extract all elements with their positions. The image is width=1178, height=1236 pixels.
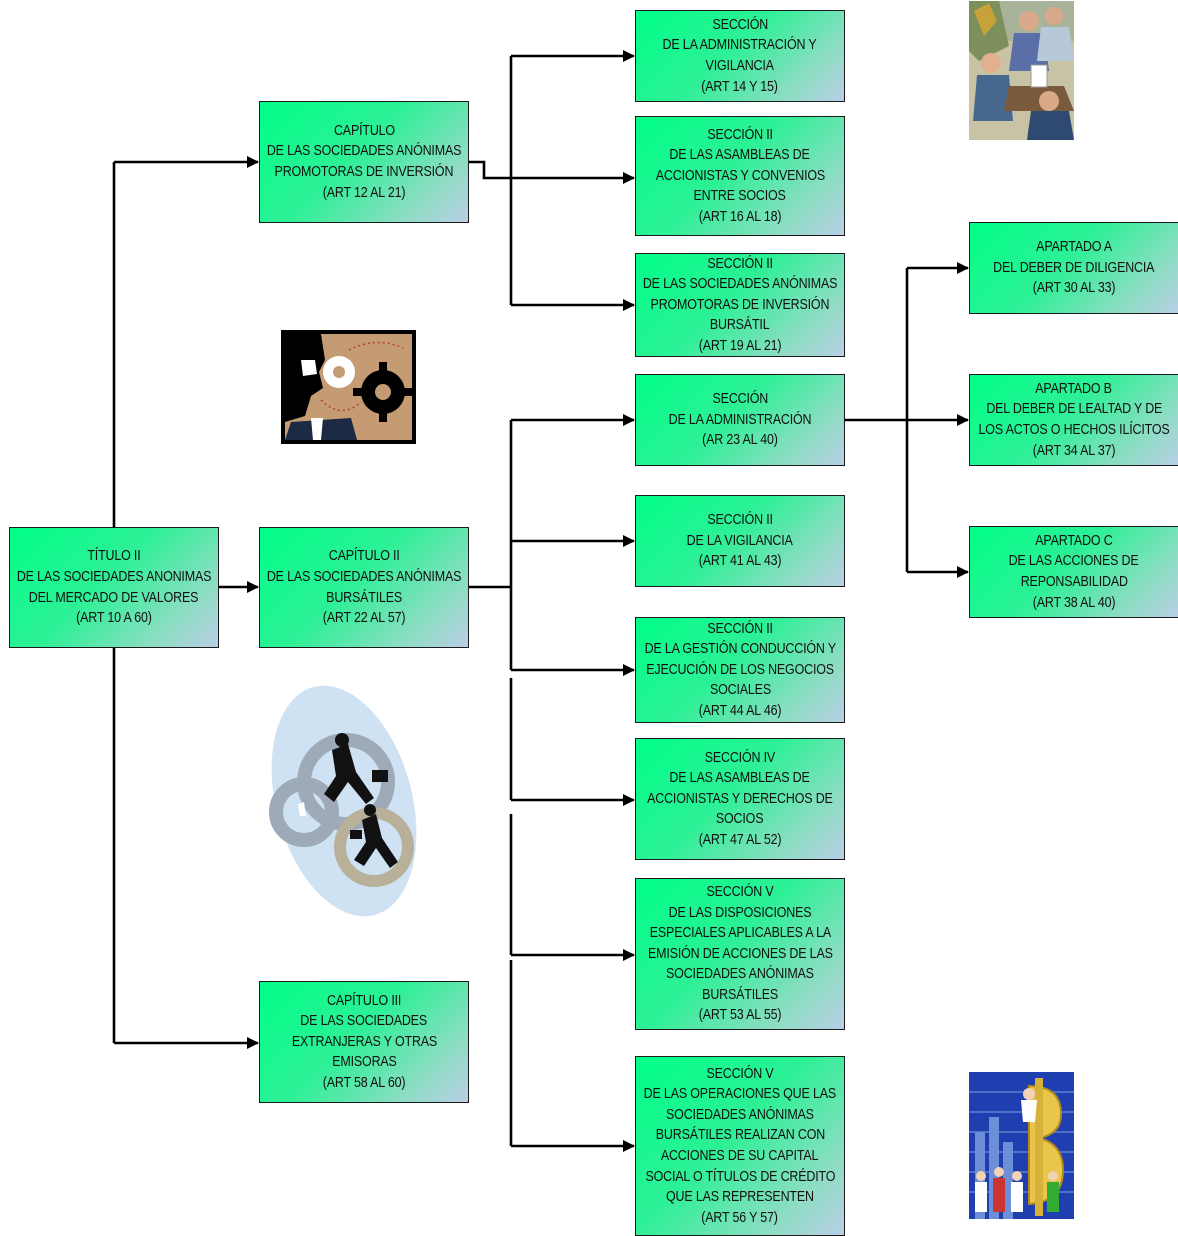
node-text-line: SECCIÓN II bbox=[707, 620, 773, 637]
node-text-line: BURSÁTILES bbox=[702, 986, 778, 1003]
node-text-line: (ART 16 AL 18) bbox=[698, 208, 782, 225]
node-text-line: DE LAS DISPOSICIONES bbox=[668, 904, 812, 921]
node-text-line: (ART 30 AL 33) bbox=[1032, 280, 1116, 297]
node-text-line: ACCIONISTAS Y DERECHOS DE bbox=[647, 790, 833, 807]
node-text-line: DEL DEBER DE LEALTAD Y DE bbox=[986, 401, 1162, 418]
node-text-line: DE LA ADMINISTRACIÓN Y bbox=[663, 37, 817, 54]
node-text-line: DEL DEBER DE DILIGENCIA bbox=[993, 259, 1155, 276]
node-text-line: (ART 10 A 60) bbox=[76, 610, 152, 627]
node-text-line: DE LAS ASAMBLEAS DE bbox=[669, 147, 811, 164]
node-text-line: LOS ACTOS O HECHOS ILÍCITOS bbox=[978, 422, 1170, 438]
apartado-c-node: APARTADO C DE LAS ACCIONES DE REPONSABILID… bbox=[969, 526, 1178, 618]
node-text-line: DE LAS SOCIEDADES bbox=[300, 1013, 428, 1030]
section-operaciones-node: SECCIÓN V DE LAS OPERACIONES QUE LAS SOCIE… bbox=[635, 1056, 845, 1236]
node-text-line: DE LAS ASAMBLEAS DE bbox=[669, 770, 811, 787]
node-text-line: DE LAS ACCIONES DE bbox=[1009, 553, 1139, 570]
node-text-line: SECCIÓN II bbox=[707, 512, 773, 529]
node-text-line: DE LA VIGILANCIA bbox=[686, 532, 794, 549]
node-text-line: (ART 19 AL 21) bbox=[698, 337, 782, 354]
node-text-line: DE LAS SOCIEDADES ANÓNIMAS bbox=[642, 276, 838, 293]
node-text-line: PROMOTORAS DE INVERSIÓN bbox=[650, 296, 830, 313]
section-disposiciones-node: SECCIÓN V DE LAS DISPOSICIONES ESPECIALES … bbox=[635, 878, 845, 1030]
node-text-line: CAPÍTULO II bbox=[328, 548, 400, 565]
node-text-line: APARTADO C bbox=[1035, 532, 1113, 549]
section-asambleas-derechos-node: SECCIÓN IV DE LAS ASAMBLEAS DE ACCIONISTAS… bbox=[635, 738, 845, 860]
node-text-line: REPONSABILIDAD bbox=[1020, 574, 1128, 590]
node-text-line: SECCIÓN V bbox=[706, 1065, 774, 1082]
title-ii-node: TÍTULO II DE LAS SOCIEDADES ANONIMAS DEL M… bbox=[9, 527, 219, 648]
node-text-line: BURSÁTILES REALIZAN CON bbox=[655, 1127, 825, 1144]
node-text-line: CAPÍTULO III bbox=[326, 992, 402, 1009]
node-text-line: EJECUCIÓN DE LOS NEGOCIOS bbox=[646, 661, 834, 678]
node-text-line: DE LA GESTIÓN CONDUCCIÓN Y bbox=[644, 641, 836, 658]
chapter-ii-node: CAPÍTULO II DE LAS SOCIEDADES ANÓNIMAS BUR… bbox=[259, 527, 469, 648]
node-text-line: (ART 56 Y 57) bbox=[701, 1209, 779, 1226]
node-text-line: SOCIAL O TÍTULOS DE CRÉDITO bbox=[645, 1168, 835, 1185]
section-administracion-node: SECCIÓN DE LA ADMINISTRACIÓN (AR 23 AL 40) bbox=[635, 374, 845, 466]
node-text-line: CAPÍTULO bbox=[333, 122, 395, 139]
node-text-line: SECCIÓN bbox=[712, 391, 768, 408]
node-text-line: SOCIEDADES ANÓNIMAS bbox=[666, 966, 814, 983]
node-text-line: (ART 53 AL 55) bbox=[698, 1007, 782, 1024]
node-text-line: (ART 34 AL 37) bbox=[1032, 442, 1116, 459]
node-text-line: (ART 38 AL 40) bbox=[1032, 594, 1116, 611]
node-text-line: (ART 14 Y 15) bbox=[701, 78, 779, 95]
section-asambleas-convenios-node: SECCIÓN II DE LAS ASAMBLEAS DE ACCIONISTAS… bbox=[635, 116, 845, 236]
node-text-line: TÍTULO II bbox=[87, 548, 141, 565]
node-text-line: DE LAS SOCIEDADES ANONIMAS bbox=[16, 568, 212, 585]
node-text-line: (ART 22 AL 57) bbox=[322, 610, 406, 627]
node-text-line: (ART 47 AL 52) bbox=[698, 831, 782, 848]
node-text-line: BURSÁTILES bbox=[326, 589, 402, 606]
runners-gears-icon bbox=[264, 682, 424, 920]
node-text-line: EXTRANJERAS Y OTRAS bbox=[291, 1033, 437, 1050]
node-text-line: APARTADO B bbox=[1035, 380, 1113, 397]
node-text-line: DE LA ADMINISTRACIÓN bbox=[668, 411, 812, 428]
node-text-line: SOCIEDADES ANÓNIMAS bbox=[666, 1106, 814, 1123]
section-vigilancia-node: SECCIÓN II DE LA VIGILANCIA (ART 41 AL 43) bbox=[635, 495, 845, 587]
chapter-i-node: CAPÍTULO DE LAS SOCIEDADES ANÓNIMAS PROMOT… bbox=[259, 101, 469, 223]
node-text-line: QUE LAS REPRESENTEN bbox=[666, 1189, 814, 1206]
node-text-line: DE LAS SOCIEDADES ANÓNIMAS bbox=[266, 568, 462, 585]
node-text-line: SECCIÓN bbox=[712, 16, 768, 33]
node-text-line: DE LAS OPERACIONES QUE LAS bbox=[643, 1086, 837, 1103]
apartado-b-node: APARTADO B DEL DEBER DE LEALTAD Y DE LOS A… bbox=[969, 374, 1178, 466]
node-text-line: (AR 23 AL 40) bbox=[702, 432, 778, 449]
node-text-line: EMISORAS bbox=[331, 1054, 397, 1071]
node-text-line: (ART 41 AL 43) bbox=[698, 553, 782, 570]
section-admin-vigilancia-node: SECCIÓN DE LA ADMINISTRACIÓN Y VIGILANCIA (… bbox=[635, 10, 845, 102]
node-text-line: (ART 44 AL 46) bbox=[698, 702, 782, 719]
chapter-iii-node: CAPÍTULO III DE LAS SOCIEDADES EXTRANJERAS… bbox=[259, 981, 469, 1103]
node-text-line: SECCIÓN V bbox=[706, 883, 774, 900]
dollar-business-icon bbox=[969, 1072, 1074, 1219]
node-text-line: BURSÁTIL bbox=[710, 317, 770, 334]
node-text-line: SOCIALES bbox=[709, 682, 771, 699]
business-meeting-icon bbox=[969, 1, 1074, 140]
node-text-line: SOCIOS bbox=[716, 811, 764, 828]
node-text-line: ACCIONES DE SU CAPITAL bbox=[661, 1148, 819, 1164]
node-text-line: SECCIÓN IV bbox=[704, 749, 776, 766]
node-text-line: ESPECIALES APLICABLES A LA bbox=[649, 925, 831, 942]
node-text-line: DEL MERCADO DE VALORES bbox=[29, 589, 199, 606]
apartado-a-node: APARTADO A DEL DEBER DE DILIGENCIA (ART 30… bbox=[969, 222, 1178, 314]
node-text-line: PROMOTORAS DE INVERSIÓN bbox=[274, 164, 454, 180]
node-text-line: APARTADO A bbox=[1036, 239, 1112, 256]
node-text-line: EMISIÓN DE ACCIONES DE LAS bbox=[647, 945, 833, 962]
node-text-line: (ART 58 AL 60) bbox=[322, 1074, 406, 1091]
node-text-line: DE LAS SOCIEDADES ANÓNIMAS bbox=[266, 143, 462, 160]
node-text-line: ACCIONISTAS Y CONVENIOS bbox=[655, 167, 825, 184]
node-text-line: ENTRE SOCIOS bbox=[693, 188, 787, 205]
node-text-line: VIGILANCIA bbox=[705, 58, 775, 74]
node-text-line: SECCIÓN II bbox=[707, 255, 773, 272]
section-sapib-node: SECCIÓN II DE LAS SOCIEDADES ANÓNIMAS PROM… bbox=[635, 253, 845, 357]
node-text-line: (ART 12 AL 21) bbox=[322, 184, 406, 201]
section-gestion-node: SECCIÓN II DE LA GESTIÓN CONDUCCIÓN Y EJEC… bbox=[635, 617, 845, 723]
node-text-line: SECCIÓN II bbox=[707, 126, 773, 143]
gears-head-icon bbox=[281, 330, 416, 444]
